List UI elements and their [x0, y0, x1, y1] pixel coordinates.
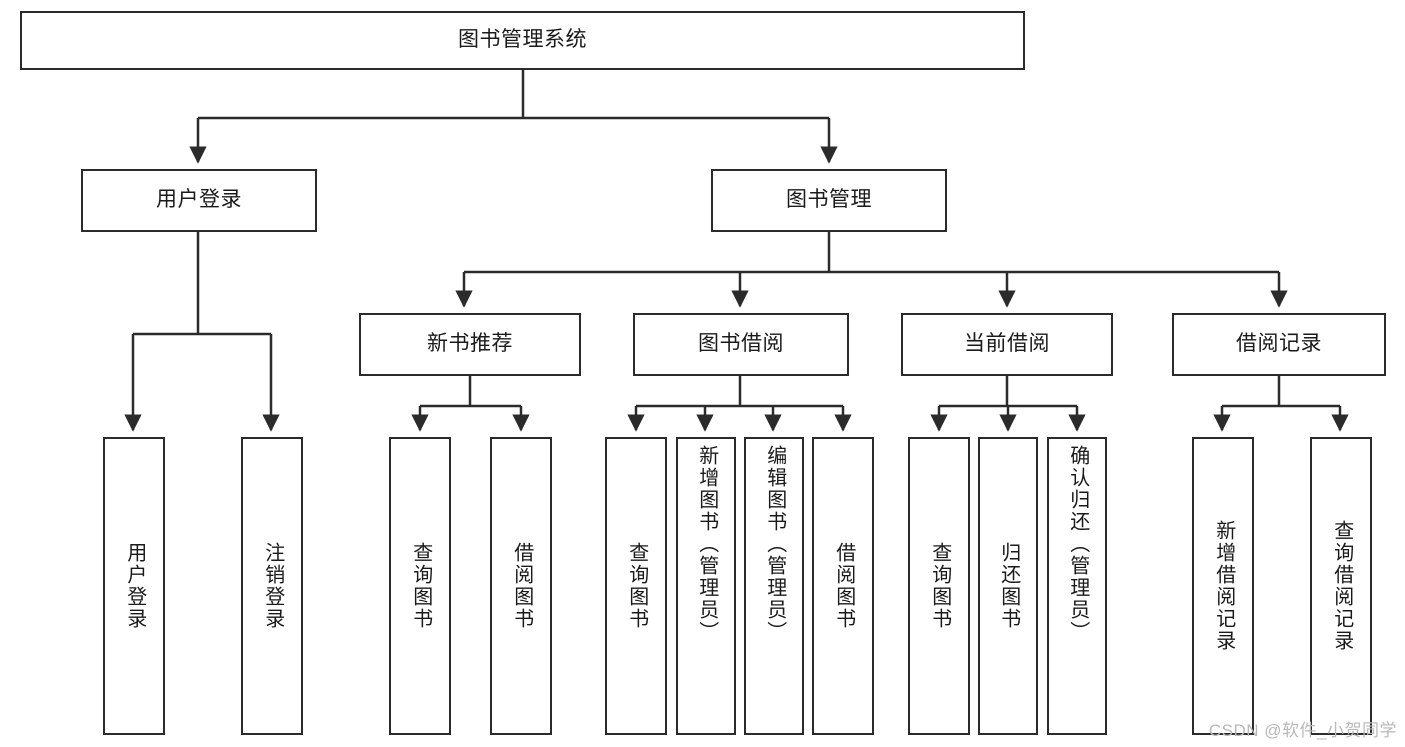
node-label: 借阅图书: [832, 542, 855, 630]
node-label: 用户登录: [156, 188, 242, 212]
node-leaf-confirm-return[interactable]: 确认归还（管理员）: [1047, 437, 1107, 735]
node-label: 借阅记录: [1236, 332, 1322, 356]
node-leaf-query-book-3[interactable]: 查询图书: [908, 437, 970, 735]
node-label: 确认归还（管理员）: [1066, 445, 1089, 643]
node-leaf-user-login[interactable]: 用户登录: [103, 437, 165, 735]
node-label: 查询图书: [928, 542, 951, 630]
node-label: 用户登录: [123, 542, 146, 630]
node-label: 查询图书: [409, 542, 432, 630]
node-leaf-query-book-1[interactable]: 查询图书: [389, 437, 451, 735]
node-leaf-add-record[interactable]: 新增借阅记录: [1192, 437, 1254, 735]
node-label: 注销登录: [261, 542, 284, 630]
node-user-login[interactable]: 用户登录: [81, 169, 317, 232]
node-book-borrow[interactable]: 图书借阅: [633, 313, 849, 376]
node-borrow-record[interactable]: 借阅记录: [1172, 313, 1386, 376]
csdn-watermark: CSDN @软件_小贺同学: [1208, 721, 1397, 740]
node-label: 当前借阅: [964, 332, 1050, 356]
node-leaf-borrow-book-1[interactable]: 借阅图书: [490, 437, 552, 735]
node-label: 查询借阅记录: [1330, 520, 1353, 652]
node-leaf-return-book[interactable]: 归还图书: [978, 437, 1038, 735]
node-root-book-management-system[interactable]: 图书管理系统: [20, 11, 1025, 70]
node-label: 图书管理: [786, 188, 872, 212]
node-leaf-logout-login[interactable]: 注销登录: [241, 437, 303, 735]
node-label: 图书管理系统: [458, 28, 587, 52]
node-label: 归还图书: [997, 542, 1020, 630]
node-leaf-edit-book[interactable]: 编辑图书（管理员）: [744, 437, 804, 735]
node-current-borrow[interactable]: 当前借阅: [901, 313, 1113, 376]
node-label: 借阅图书: [510, 542, 533, 630]
node-leaf-add-book[interactable]: 新增图书（管理员）: [676, 437, 736, 735]
node-new-book-recommend[interactable]: 新书推荐: [359, 313, 581, 376]
node-book-manage[interactable]: 图书管理: [711, 169, 947, 232]
node-leaf-query-record[interactable]: 查询借阅记录: [1310, 437, 1372, 735]
node-label: 新增图书（管理员）: [695, 445, 718, 643]
node-leaf-query-book-2[interactable]: 查询图书: [605, 437, 667, 735]
node-label: 新增借阅记录: [1212, 520, 1235, 652]
node-leaf-borrow-book-2[interactable]: 借阅图书: [812, 437, 874, 735]
node-label: 编辑图书（管理员）: [763, 445, 786, 643]
node-label: 查询图书: [625, 542, 648, 630]
node-label: 图书借阅: [698, 332, 784, 356]
node-label: 新书推荐: [427, 332, 513, 356]
